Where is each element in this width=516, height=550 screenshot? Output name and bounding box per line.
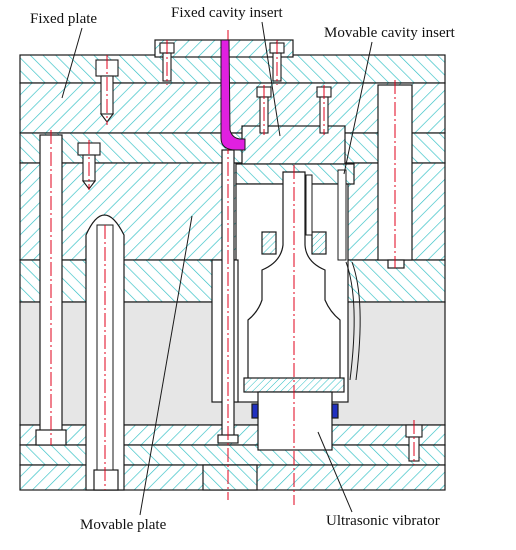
bottom-center-block <box>202 464 258 491</box>
seal-ring-right <box>331 403 339 419</box>
seal-ring-left <box>251 403 259 419</box>
vibrator-body <box>257 391 333 451</box>
clamp-left <box>261 231 277 255</box>
fixed-cavity-insert <box>241 125 346 165</box>
centerlines <box>50 30 415 505</box>
clamp-right <box>311 231 327 255</box>
fixed-plate-block <box>19 82 446 134</box>
vent-channels <box>305 169 361 381</box>
label-fixed-plate: Fixed plate <box>30 11 97 27</box>
label-movable-plate: Movable plate <box>80 517 167 533</box>
leader-lines <box>61 21 373 516</box>
top-clamp-plate <box>19 54 446 84</box>
label-fixed-cavity-insert: Fixed cavity insert <box>171 5 283 21</box>
label-movable-cavity-insert: Movable cavity insert <box>324 25 456 41</box>
melt-runner <box>220 39 246 151</box>
return-pin-head <box>93 469 119 491</box>
label-ultrasonic-vibrator: Ultrasonic vibrator <box>326 513 440 529</box>
ejector-plate-lower <box>19 444 446 466</box>
